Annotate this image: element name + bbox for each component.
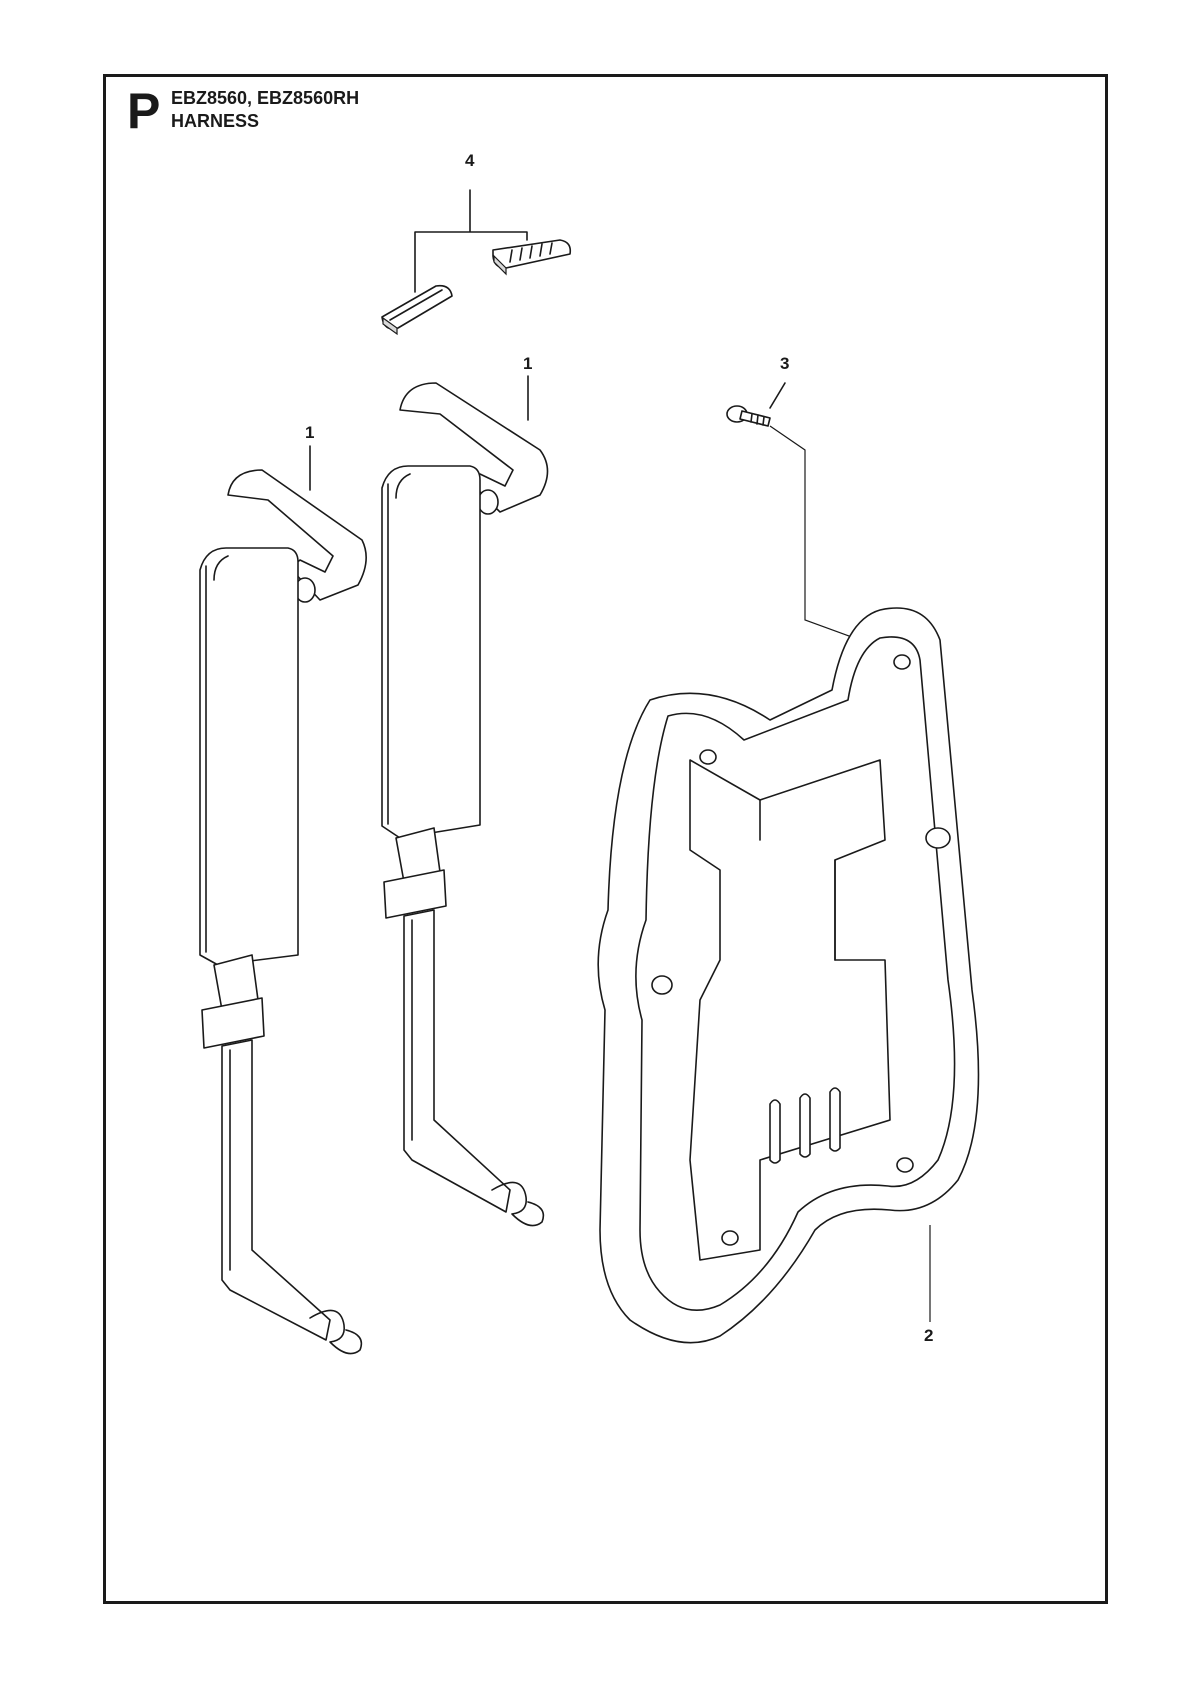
callout-1-left-strap: 1 — [305, 423, 315, 442]
part-1-strap-right — [381, 375, 549, 1227]
part-3-screw — [726, 382, 861, 641]
diagram-title: HARNESS — [171, 111, 260, 131]
callout-3: 3 — [780, 354, 790, 373]
callout-4: 4 — [465, 151, 475, 170]
callout-2: 2 — [924, 1326, 934, 1345]
part-4-buckle-inserts — [381, 189, 572, 336]
drawing-frame — [103, 74, 1108, 1604]
part-1-strap-left — [199, 445, 367, 1355]
callout-1-right-strap: 1 — [523, 354, 533, 373]
model-numbers: EBZ8560, EBZ8560RH — [171, 88, 360, 108]
part-2-back-plate — [597, 607, 980, 1344]
section-letter: P — [127, 83, 161, 139]
